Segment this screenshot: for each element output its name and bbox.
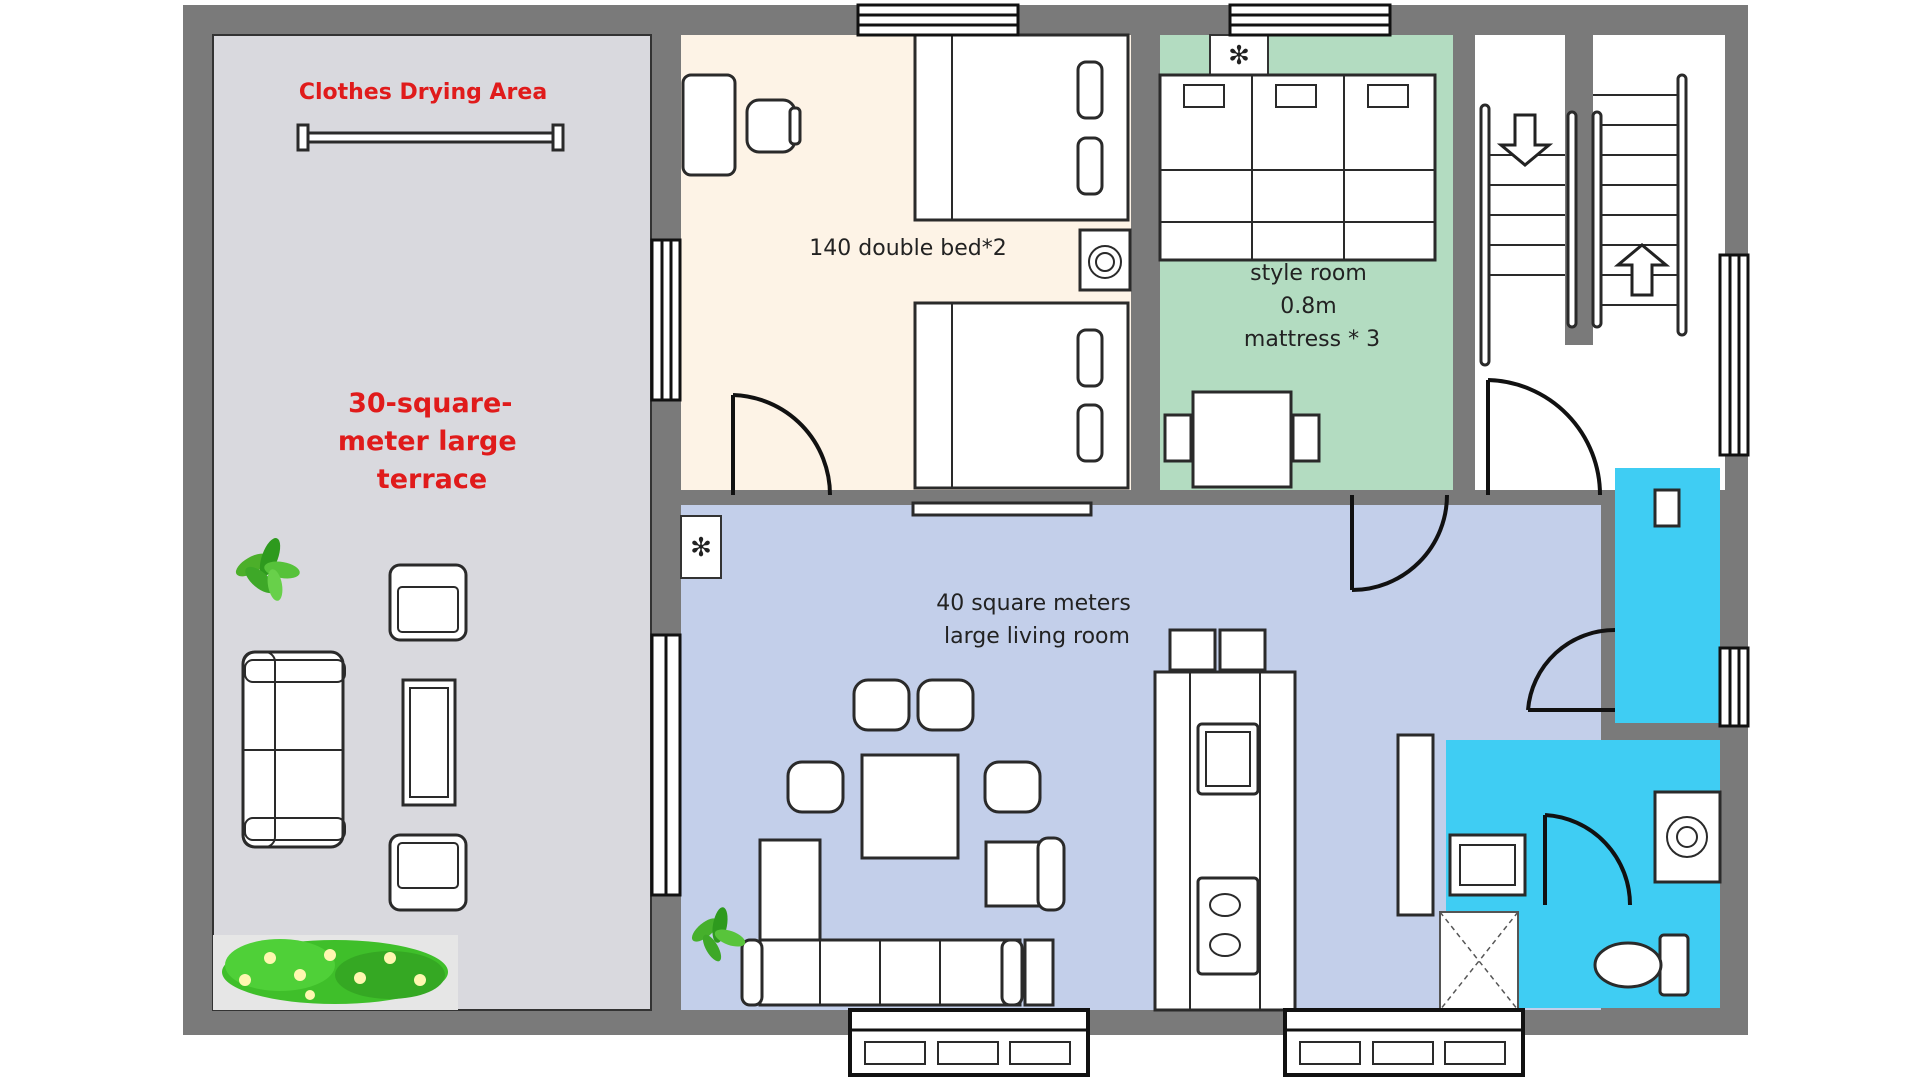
snowflake-ac-icon-living: ✻ (680, 515, 722, 579)
living-door (1350, 494, 1449, 592)
desk (681, 73, 737, 177)
style-room-table (1163, 390, 1321, 489)
terrace-armchair-top (388, 563, 468, 642)
bath-door-upper (1526, 627, 1616, 712)
svg-text:✻: ✻ (1228, 41, 1250, 71)
terrace-sofa (241, 650, 346, 849)
sink-icon (1196, 722, 1260, 796)
double-bed-bottom (913, 301, 1130, 490)
window-top-bedroom (856, 3, 1020, 37)
clothes-drying-label: Clothes Drying Area (299, 80, 547, 105)
window-left-living (650, 633, 682, 897)
bedroom-label: 140 double bed*2 (809, 236, 1006, 261)
dining-table (860, 753, 960, 860)
shower-stall (1439, 911, 1519, 1011)
living-room-label-line-1: 40 square meters (936, 591, 1131, 616)
terrace-armchair-bottom (388, 833, 468, 912)
sink-icon-bath (1448, 833, 1527, 897)
living-room-label: 40 square meters large living room (936, 591, 1138, 649)
arrow-down-icon (1496, 113, 1554, 167)
terrace-label-line-3: terrace (377, 464, 487, 495)
bath-door-lower (1543, 813, 1633, 906)
style-room-label-line-3: mattress * 3 (1244, 327, 1380, 352)
desk-chair (745, 98, 802, 154)
side-table (1023, 938, 1055, 1007)
style-room-label-line-1: style room (1250, 261, 1367, 286)
svg-text:✻: ✻ (690, 533, 712, 563)
kitchen-stools (1168, 628, 1267, 672)
fridge (1396, 733, 1435, 917)
bath-fixture (1653, 488, 1681, 528)
dining-chairs (786, 678, 1042, 814)
terrace-label-line-2: meter large (338, 426, 517, 457)
style-room-label-line-2: 0.8m (1280, 294, 1336, 319)
window-right-bath (1718, 646, 1750, 728)
mattresses (1158, 73, 1437, 262)
stove-icon (1196, 876, 1260, 976)
arrow-up-icon (1613, 243, 1671, 297)
washing-machine-icon-bath (1653, 790, 1722, 884)
window-left-bedroom (650, 238, 682, 402)
terrace-coffee-table (401, 678, 457, 807)
stair-door (1486, 378, 1602, 496)
washing-machine-icon (1078, 228, 1132, 292)
window-bottom-kitchen (1283, 1008, 1525, 1077)
plant-icon-living (691, 907, 746, 962)
living-room-label-line-2: large living room (944, 624, 1130, 649)
stairs (1479, 35, 1688, 367)
bedroom-door (731, 393, 832, 496)
snowflake-ac-icon: ✻ (1209, 34, 1269, 76)
drying-rack (296, 123, 565, 152)
style-room-label: style room 0.8m mattress * 3 (1244, 261, 1380, 352)
living-armchair (984, 836, 1066, 912)
l-sofa (740, 838, 1024, 1007)
plant-icon (235, 538, 300, 601)
window-bottom-living (848, 1008, 1090, 1077)
window-top-style (1228, 3, 1392, 37)
flower-bed (213, 935, 458, 1010)
window-right-stair (1718, 253, 1750, 457)
toilet-icon (1593, 933, 1690, 997)
terrace-label: 30-square- meter large terrace (338, 388, 526, 495)
terrace-label-line-1: 30-square- (348, 388, 512, 419)
tv (911, 501, 1093, 517)
double-bed-top (913, 33, 1130, 222)
